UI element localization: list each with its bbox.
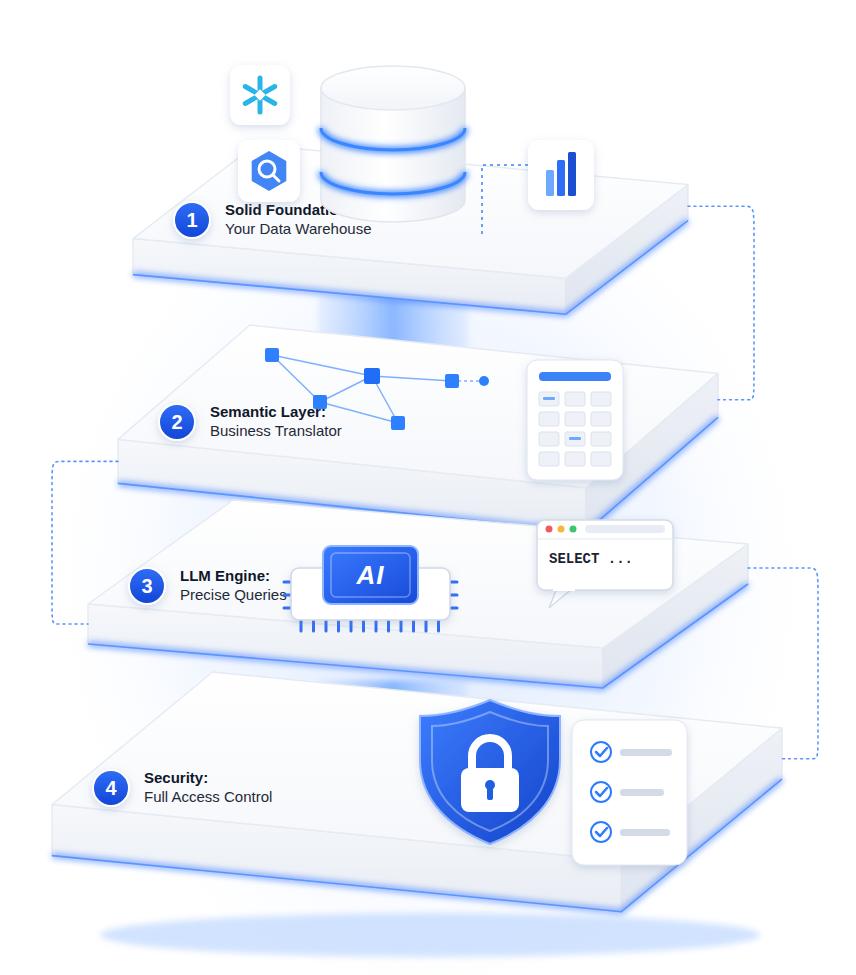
layer-heading: Semantic Layer:: [210, 402, 342, 421]
chip-pin: [284, 594, 291, 597]
chip-pin: [300, 620, 303, 631]
text-group: LLM Engine:Precise Queries: [180, 566, 287, 604]
snowflake-icon: [230, 65, 290, 125]
chip-pin: [284, 581, 291, 584]
text-group: 4: [92, 769, 130, 807]
slab-shape: [118, 325, 718, 545]
layer-heading: Security:: [144, 768, 272, 787]
chip-pin: [450, 594, 457, 597]
layer-subtitle: Full Access Control: [144, 787, 272, 806]
number-badge: 1: [173, 201, 211, 239]
layer-subtitle: Business Translator: [210, 421, 342, 440]
layer-subtitle: Your Data Warehouse: [225, 219, 371, 238]
snowflake-core: [254, 89, 265, 100]
text-group: Solid Foundation:Your Data Warehouse: [225, 200, 371, 238]
text-group: 3: [128, 567, 166, 605]
number-badge: 3: [128, 567, 166, 605]
layer-heading: LLM Engine:: [180, 566, 287, 585]
chip-pin: [450, 581, 457, 584]
chip-pin: [325, 620, 328, 631]
code-bubble: SELECT ...: [535, 518, 675, 613]
blue-haze: [30, 100, 830, 975]
chip-pin: [387, 620, 390, 631]
window-bar-line: [537, 538, 673, 539]
base-glow: [100, 913, 760, 957]
callout-number: 1: [186, 209, 197, 231]
chip-pin: [362, 620, 365, 631]
window-dot: [546, 526, 553, 533]
snowflake-arm: [245, 87, 274, 104]
slab-top-face: [52, 672, 782, 861]
window-dot: [570, 526, 577, 533]
layer-heading: Solid Foundation:: [225, 200, 371, 219]
slab-top-face: [118, 325, 718, 488]
text-group: 1: [173, 201, 211, 239]
bubble-join: [553, 586, 575, 591]
address-bar: [585, 525, 665, 533]
number-badge: [129, 568, 165, 604]
chip-pin: [400, 620, 403, 631]
number-badge: [174, 202, 210, 238]
chip-pin: [350, 620, 353, 631]
chip-core: [323, 546, 418, 604]
callout-number: 4: [105, 777, 116, 799]
chip-pin: [337, 620, 340, 631]
number-badge: [159, 404, 195, 440]
number-badge: 4: [92, 769, 130, 807]
snowflake-arm: [258, 78, 263, 112]
chip-core-rim: [331, 553, 410, 597]
text-group: 2: [158, 403, 196, 441]
code-window: [537, 520, 673, 590]
slab-top-face: [133, 145, 688, 278]
chip-pin: [284, 607, 291, 610]
ai-chip: AI: [283, 538, 458, 638]
snowflake-arm: [245, 87, 274, 104]
chip-pin: [375, 620, 378, 631]
cylinder-glow-band: [321, 128, 465, 150]
layer-platform: LLM Engine:Precise Queries 3 AI SELECT ...: [88, 500, 748, 700]
chip-pin: [412, 620, 415, 631]
number-badge: 2: [158, 403, 196, 441]
chip-pin: [437, 620, 440, 631]
layer-platform: Semantic Layer:Business Translator 2: [118, 325, 718, 545]
icon-tile: [230, 65, 290, 125]
slab-shape: [133, 145, 688, 325]
window-dot: [558, 526, 565, 533]
layer-subtitle: Precise Queries: [180, 585, 287, 604]
text-group: Semantic Layer:Business Translator: [210, 402, 342, 440]
text-group: AI: [323, 546, 418, 604]
cylinder-top: [321, 66, 465, 110]
slab-top-face: [88, 500, 748, 648]
code-snippet: SELECT ...: [549, 550, 633, 568]
chip-label: AI: [357, 561, 385, 589]
text-group: Security:Full Access Control: [144, 768, 272, 806]
chip-pin: [312, 620, 315, 631]
chip-pin: [425, 620, 428, 631]
callout-number: 2: [171, 411, 182, 433]
chip-pin: [450, 607, 457, 610]
layer-platform: Solid Foundation:Your Data Warehouse 1: [133, 145, 688, 325]
number-badge: [93, 770, 129, 806]
callout-number: 3: [141, 575, 152, 597]
cylinder-band: [321, 128, 465, 150]
text-group: SELECT ...: [549, 550, 633, 568]
layer-platform: Security:Full Access Control 4: [52, 672, 782, 927]
